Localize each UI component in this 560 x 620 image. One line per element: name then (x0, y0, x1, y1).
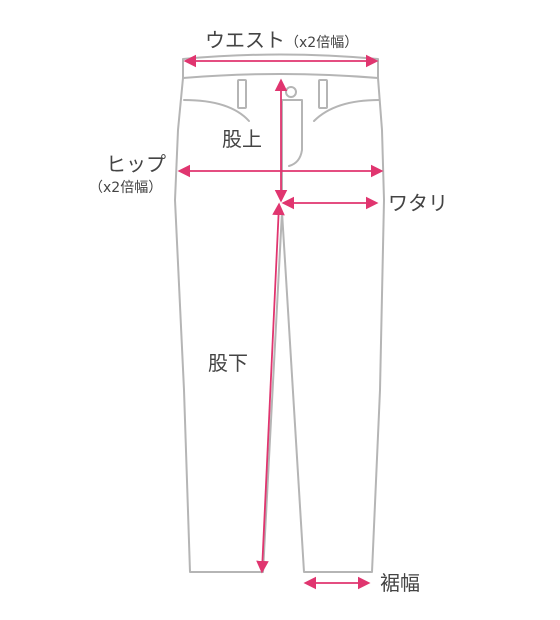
label-waist: ウエスト（x2倍幅） (205, 28, 358, 52)
measurement-arrows (177, 54, 384, 590)
waistband (182, 53, 379, 79)
label-rise: 股上 (222, 127, 262, 151)
labels: ウエスト（x2倍幅） 股上 ヒップ （x2倍幅） ワタリ 股下 裾幅 (89, 28, 448, 595)
belt-loop-right (318, 79, 328, 109)
label-waist-main: ウエスト (205, 28, 285, 52)
belt-loop-left (237, 79, 247, 109)
button (285, 86, 297, 98)
front-pocket-left (183, 99, 250, 122)
front-pocket-right (313, 99, 380, 122)
label-waist-note: （x2倍幅） (285, 35, 358, 51)
label-hip: ヒップ (106, 152, 166, 176)
label-hem: 裾幅 (380, 571, 420, 595)
pants-body (174, 77, 385, 573)
label-thigh: ワタリ (388, 191, 448, 215)
label-inseam: 股下 (208, 351, 248, 375)
label-hip-note: （x2倍幅） (89, 180, 162, 196)
jeans-outline (174, 53, 385, 573)
fly-stitch (281, 99, 303, 167)
inseam-arrow (256, 202, 285, 574)
